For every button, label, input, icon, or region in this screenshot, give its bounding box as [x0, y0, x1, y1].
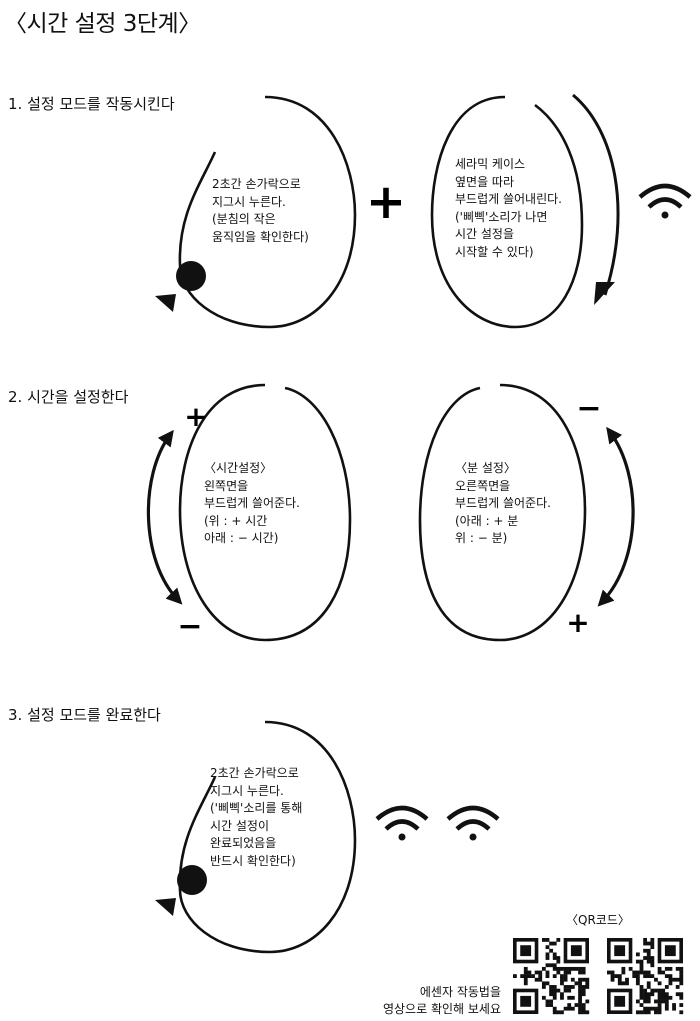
minus-sign: − — [576, 391, 601, 426]
sound-wave-icon — [638, 183, 692, 219]
swipe-arrow-icon — [146, 429, 183, 605]
video-caption: 에센자 작동법을 영상으로 확인해 보세요 — [382, 985, 501, 1016]
page-title: 〈시간 설정 3단계〉 — [4, 11, 201, 37]
step-1-right-instruction: 세라믹 케이스 옆면을 따라 부드럽게 쓸어내린다. ('삐삑'소리가 나면 시… — [455, 157, 562, 259]
plus-sign: + — [566, 606, 589, 639]
press-dot-icon — [177, 865, 207, 895]
minus-sign: − — [177, 609, 202, 644]
swipe-arrow-icon — [597, 426, 635, 607]
swipe-arrow-icon — [572, 93, 620, 296]
step-2-left-instruction: 〈시간설정〉 왼쪽면을 부드럽게 쓸어준다. (위 : + 시간 아래 : − … — [204, 461, 300, 545]
qr-label: 〈QR코드〉 — [566, 913, 630, 927]
pointer-triangle-icon — [155, 294, 176, 312]
step-3-heading: 3. 설정 모드를 완료한다 — [8, 706, 161, 724]
step-2-heading: 2. 시간을 설정한다 — [8, 388, 129, 406]
qr-code-icon — [607, 938, 684, 1015]
watch-outline — [178, 95, 357, 329]
watch-outline — [178, 720, 357, 954]
qr-code-icon — [513, 938, 590, 1015]
plus-sign: + — [366, 174, 406, 230]
press-dot-icon — [176, 261, 206, 291]
step-1-heading: 1. 설정 모드를 작동시킨다 — [8, 95, 175, 113]
watch-outline — [430, 95, 584, 329]
plus-sign: + — [184, 400, 207, 433]
step-1-left-instruction: 2초간 손가락으로 지그시 누른다. (분침의 작은 움직임을 확인한다) — [212, 177, 309, 244]
step-2-right-instruction: 〈분 설정〉 오른쪽면을 부드럽게 쓸어준다. (아래 : + 분 위 : − … — [455, 461, 551, 545]
sound-wave-icon — [375, 805, 429, 841]
pointer-triangle-icon — [155, 898, 176, 916]
watch-outline — [418, 383, 587, 642]
watch-outline — [178, 383, 352, 642]
sound-wave-icon — [446, 805, 500, 841]
step-3-instruction: 2초간 손가락으로 지그시 누른다. ('삐삑'소리를 통해 시간 설정이 완료… — [210, 766, 303, 868]
